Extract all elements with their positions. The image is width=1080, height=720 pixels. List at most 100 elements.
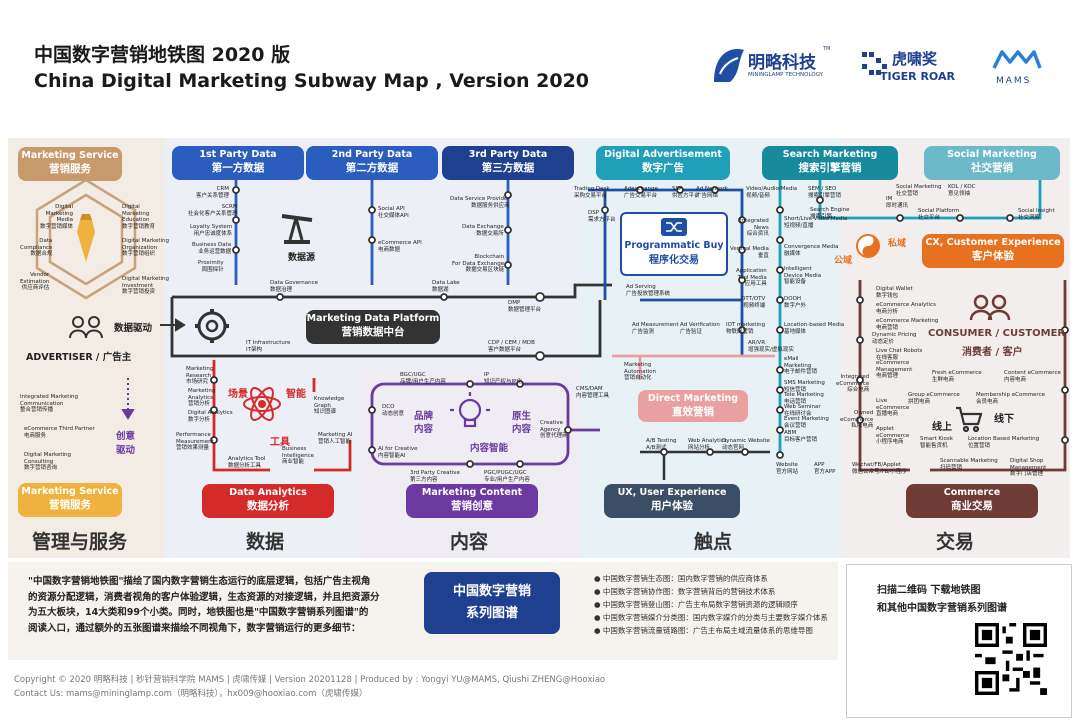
station-line: eCommerce	[876, 432, 910, 439]
search-mkt-en: Search Marketing	[782, 149, 878, 160]
station-line: eCommerce Third Partner	[24, 426, 95, 432]
section-data: 数据	[246, 531, 285, 553]
second-party-en: 2nd Party Data	[331, 149, 413, 160]
station-line: SMS Marketing	[784, 380, 825, 386]
ux-box[interactable]: UX, User Experience 用户体验	[604, 484, 740, 518]
station-line: Ad Verification	[680, 322, 720, 328]
station-line: Digital Analytics	[188, 410, 233, 416]
third-party-data-box[interactable]: 3rd Party Data 第三方数据	[442, 146, 574, 180]
qr-code-icon[interactable]	[975, 623, 1047, 695]
station-line: Location Based Marketing	[968, 436, 1040, 442]
service-hexagon	[35, 178, 137, 300]
station-line: 营销自动化	[624, 375, 652, 381]
station-line: 即时通讯	[886, 202, 909, 209]
station-line: Data Exchange	[462, 224, 504, 230]
station-line: CDP / CEM / MDB	[488, 340, 535, 346]
programmatic-en: Programmatic Buy	[624, 240, 724, 251]
first-party-data-box[interactable]: 1st Party Data 第一方数据	[172, 146, 304, 180]
station-line: SSP	[672, 186, 683, 192]
station-line: 业务运营数据	[198, 248, 232, 255]
footer-contact: Contact Us: mams@mininglamp.com（明略科技），hx…	[14, 689, 368, 699]
data-analytics-zh: 数据分析	[247, 500, 289, 512]
marketing-content-box[interactable]: Marketing Content 营销创意	[406, 484, 538, 518]
station-line: eCommerce Marketing	[876, 318, 939, 324]
marketing-service-bottom-box[interactable]: Marketing Service 营销服务	[18, 483, 122, 517]
station-line: Education	[122, 217, 150, 223]
station-line: 网站分析	[688, 444, 711, 451]
search-marketing-box[interactable]: Search Marketing 搜索引擎营销	[762, 146, 898, 180]
station-line: eCommerce	[876, 404, 910, 411]
station-line: 商业智能	[282, 459, 305, 465]
station-line: Integrated	[840, 374, 870, 380]
intelligence-label: 智能	[286, 389, 306, 400]
tiger-name-en: TIGER ROAR	[880, 70, 955, 83]
station-line: 数据分析工具	[228, 462, 262, 469]
station-line: Graph	[314, 402, 331, 409]
station-line: CMS/DAM	[576, 386, 603, 392]
marketing-service-top-box[interactable]: Marketing Service 营销服务	[18, 147, 122, 181]
marketing-data-platform-box[interactable]: Marketing Data Platform 营销数据中台	[306, 310, 440, 344]
social-marketing-box[interactable]: Social Marketing 社交营销	[924, 146, 1060, 180]
station-line: 在线研讨会	[784, 410, 812, 417]
station-line: Tool Media	[737, 274, 767, 281]
tool-label: 工具	[270, 437, 290, 448]
yin-yang-icon	[856, 234, 880, 258]
data-analytics-en: Data Analytics	[229, 487, 307, 498]
mdp-zh: 营销数据中台	[341, 326, 405, 338]
series-atlas-button[interactable]: 中国数字营销 系列图谱	[424, 572, 560, 634]
station-line: 社交平台	[918, 214, 941, 221]
station-line: 客户数据平台	[488, 346, 522, 353]
description-text: "中国数字营销地铁图"描绘了国内数字营销生态运行的底层逻辑，包括广告主视角 的资…	[28, 574, 380, 636]
commerce-box[interactable]: Commerce 商业交易	[906, 484, 1038, 518]
brand-content-label-1: 品牌	[414, 411, 434, 422]
station-line: Proximity	[198, 260, 224, 266]
cx-box[interactable]: CX, Customer Experience 客户体验	[922, 234, 1064, 268]
second-party-data-box[interactable]: 2nd Party Data 第二方数据	[306, 146, 438, 180]
station-line: Scannable Marketing	[940, 458, 998, 464]
station-line: Marketing	[188, 388, 216, 394]
station-line: IOT marketing	[726, 322, 766, 328]
digital-ad-box[interactable]: Digital Advertisement 数字广告	[596, 146, 730, 180]
data-analytics-box[interactable]: Data Analytics 数据分析	[202, 484, 334, 518]
mkt-service-bottom-zh: 营销服务	[49, 499, 91, 511]
station-line: 营销人工智能	[318, 438, 352, 445]
station-line: 小程序电商	[876, 439, 904, 445]
station-line: 整合营销传播	[20, 407, 54, 413]
station-dots	[210, 186, 1069, 468]
legend-item: ● 中国数字营销生态图：国内数字营销的供应商体系	[594, 574, 768, 583]
station-line: Research	[186, 372, 212, 379]
mkt-service-zh: 营销服务	[49, 163, 91, 175]
station-line: 知识产权与IP化	[484, 378, 522, 385]
programmatic-buy-box[interactable]: Programmatic Buy 程序化交易	[620, 212, 728, 276]
station-line: 拼团电商	[908, 398, 931, 405]
direct-marketing-box[interactable]: Direct Marketing 直效营销	[638, 390, 748, 422]
station-line: Web Seminar	[784, 404, 821, 410]
station-line: 创意代理商	[540, 433, 568, 439]
direct-mkt-zh: 直效营销	[672, 406, 714, 418]
station-line: 视频终端	[743, 302, 766, 309]
